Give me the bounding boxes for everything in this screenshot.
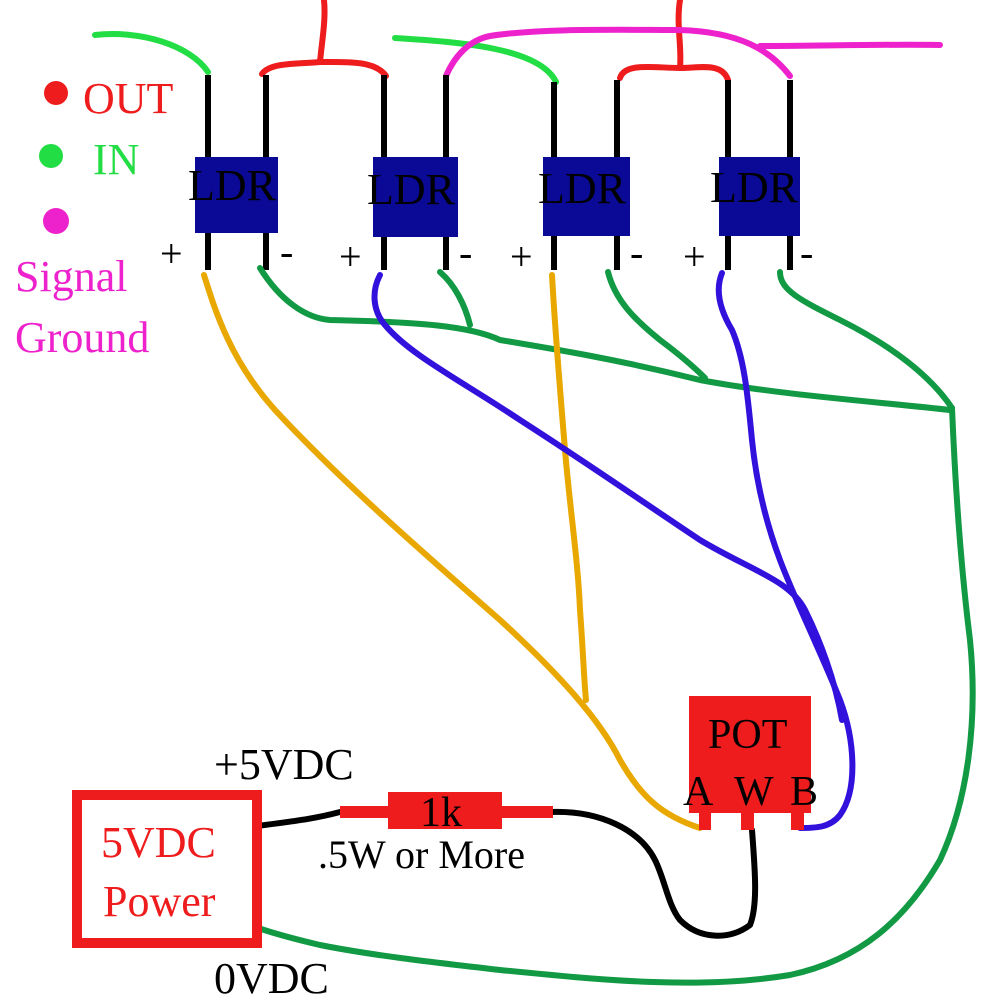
legend: OUT IN Signal Ground bbox=[15, 74, 174, 362]
in-wire-2 bbox=[392, 35, 559, 85]
bottom-wires bbox=[201, 265, 976, 986]
out-wire-1 bbox=[259, 58, 389, 79]
wiper-wire-ldr4 bbox=[715, 270, 856, 831]
supply-wire-ldr1 bbox=[201, 272, 703, 831]
ldr-4-plus-label: + bbox=[683, 234, 706, 279]
power-supply-label-line1: 5VDC bbox=[101, 818, 216, 867]
signal-ground-legend-label-line2: Ground bbox=[15, 313, 149, 362]
out-wire-2 bbox=[617, 63, 731, 83]
ldr-2-body bbox=[373, 157, 458, 237]
out-wire-2-lead bbox=[675, 0, 684, 71]
resistor-value-label: 1k bbox=[420, 790, 462, 836]
resistor-lead-right bbox=[498, 806, 553, 818]
pot-label: POT bbox=[708, 712, 787, 758]
pot-pin-w-label: W bbox=[734, 769, 774, 815]
ldr-3: LDR + - bbox=[510, 157, 643, 279]
pot-pin-b bbox=[791, 810, 804, 830]
ground-terminal-label: 0VDC bbox=[214, 954, 329, 1000]
ground-bus-wire bbox=[255, 405, 976, 986]
ldr-3-label: LDR bbox=[538, 164, 627, 213]
ldr-1-body bbox=[195, 157, 278, 233]
signal-ground-legend-label-line1: Signal bbox=[15, 252, 127, 301]
out-wire-1-lead bbox=[317, 0, 328, 65]
resistor-body bbox=[388, 792, 502, 829]
ldr-3-body bbox=[543, 157, 630, 236]
pot-pin-a bbox=[699, 810, 711, 830]
ground-wire-ldr4 bbox=[777, 269, 955, 411]
signal-ground-wire-1 bbox=[443, 26, 793, 79]
potentiometer: POT A W B bbox=[683, 696, 818, 830]
ldr-4-label: LDR bbox=[710, 163, 799, 212]
ground-wire-ldr2 bbox=[437, 269, 473, 328]
out-legend-label: OUT bbox=[83, 74, 174, 123]
power-supply: 5VDC Power +5VDC 0VDC bbox=[72, 740, 354, 1000]
signal-ground-wire-2 bbox=[757, 41, 943, 49]
ldr-3-minus-label: - bbox=[630, 230, 643, 275]
resistor: 1k .5W or More bbox=[318, 790, 553, 877]
ldr-1-label: LDR bbox=[188, 161, 277, 210]
resistor-rating-label: .5W or More bbox=[318, 832, 525, 877]
ldr-1-plus-label: + bbox=[160, 231, 183, 276]
ldr-2: LDR + - bbox=[339, 157, 472, 279]
power-supply-box bbox=[72, 790, 262, 948]
power-supply-label-line2: Power bbox=[103, 877, 216, 926]
in-legend-dot bbox=[39, 144, 63, 168]
positive-terminal-label: +5VDC bbox=[214, 740, 354, 789]
ldr-2-label: LDR bbox=[367, 165, 456, 214]
in-wire-1 bbox=[92, 31, 211, 75]
signal-ground-legend-dot bbox=[43, 208, 69, 234]
supply-wire-ldr3 bbox=[549, 272, 589, 703]
wiper-wire-ldr2 bbox=[371, 272, 845, 723]
ldr-2-minus-label: - bbox=[459, 230, 472, 275]
ldr-4-body bbox=[719, 157, 800, 236]
ldr-4: LDR + - bbox=[683, 157, 813, 279]
ldr-1-minus-label: - bbox=[280, 229, 293, 274]
in-legend-label: IN bbox=[93, 135, 139, 184]
ldr-2-plus-label: + bbox=[339, 234, 362, 279]
pot-pin-a-label: A bbox=[683, 769, 714, 815]
ldr-4-minus-label: - bbox=[800, 230, 813, 275]
ground-wire-ldr3 bbox=[605, 269, 708, 381]
ldr-1: LDR + - bbox=[160, 157, 293, 276]
out-legend-dot bbox=[44, 81, 68, 105]
resistor-lead-left bbox=[340, 806, 392, 818]
pot-pin-b-label: B bbox=[790, 769, 818, 815]
resistor-to-pot-wiper-wire bbox=[547, 808, 759, 939]
pot-body bbox=[689, 696, 811, 813]
top-wires bbox=[92, 0, 943, 85]
ground-wire-ldr1 bbox=[257, 265, 953, 413]
power-to-resistor-wire bbox=[255, 809, 343, 829]
pot-pin-w bbox=[741, 810, 754, 830]
ldr-3-plus-label: + bbox=[510, 234, 533, 279]
